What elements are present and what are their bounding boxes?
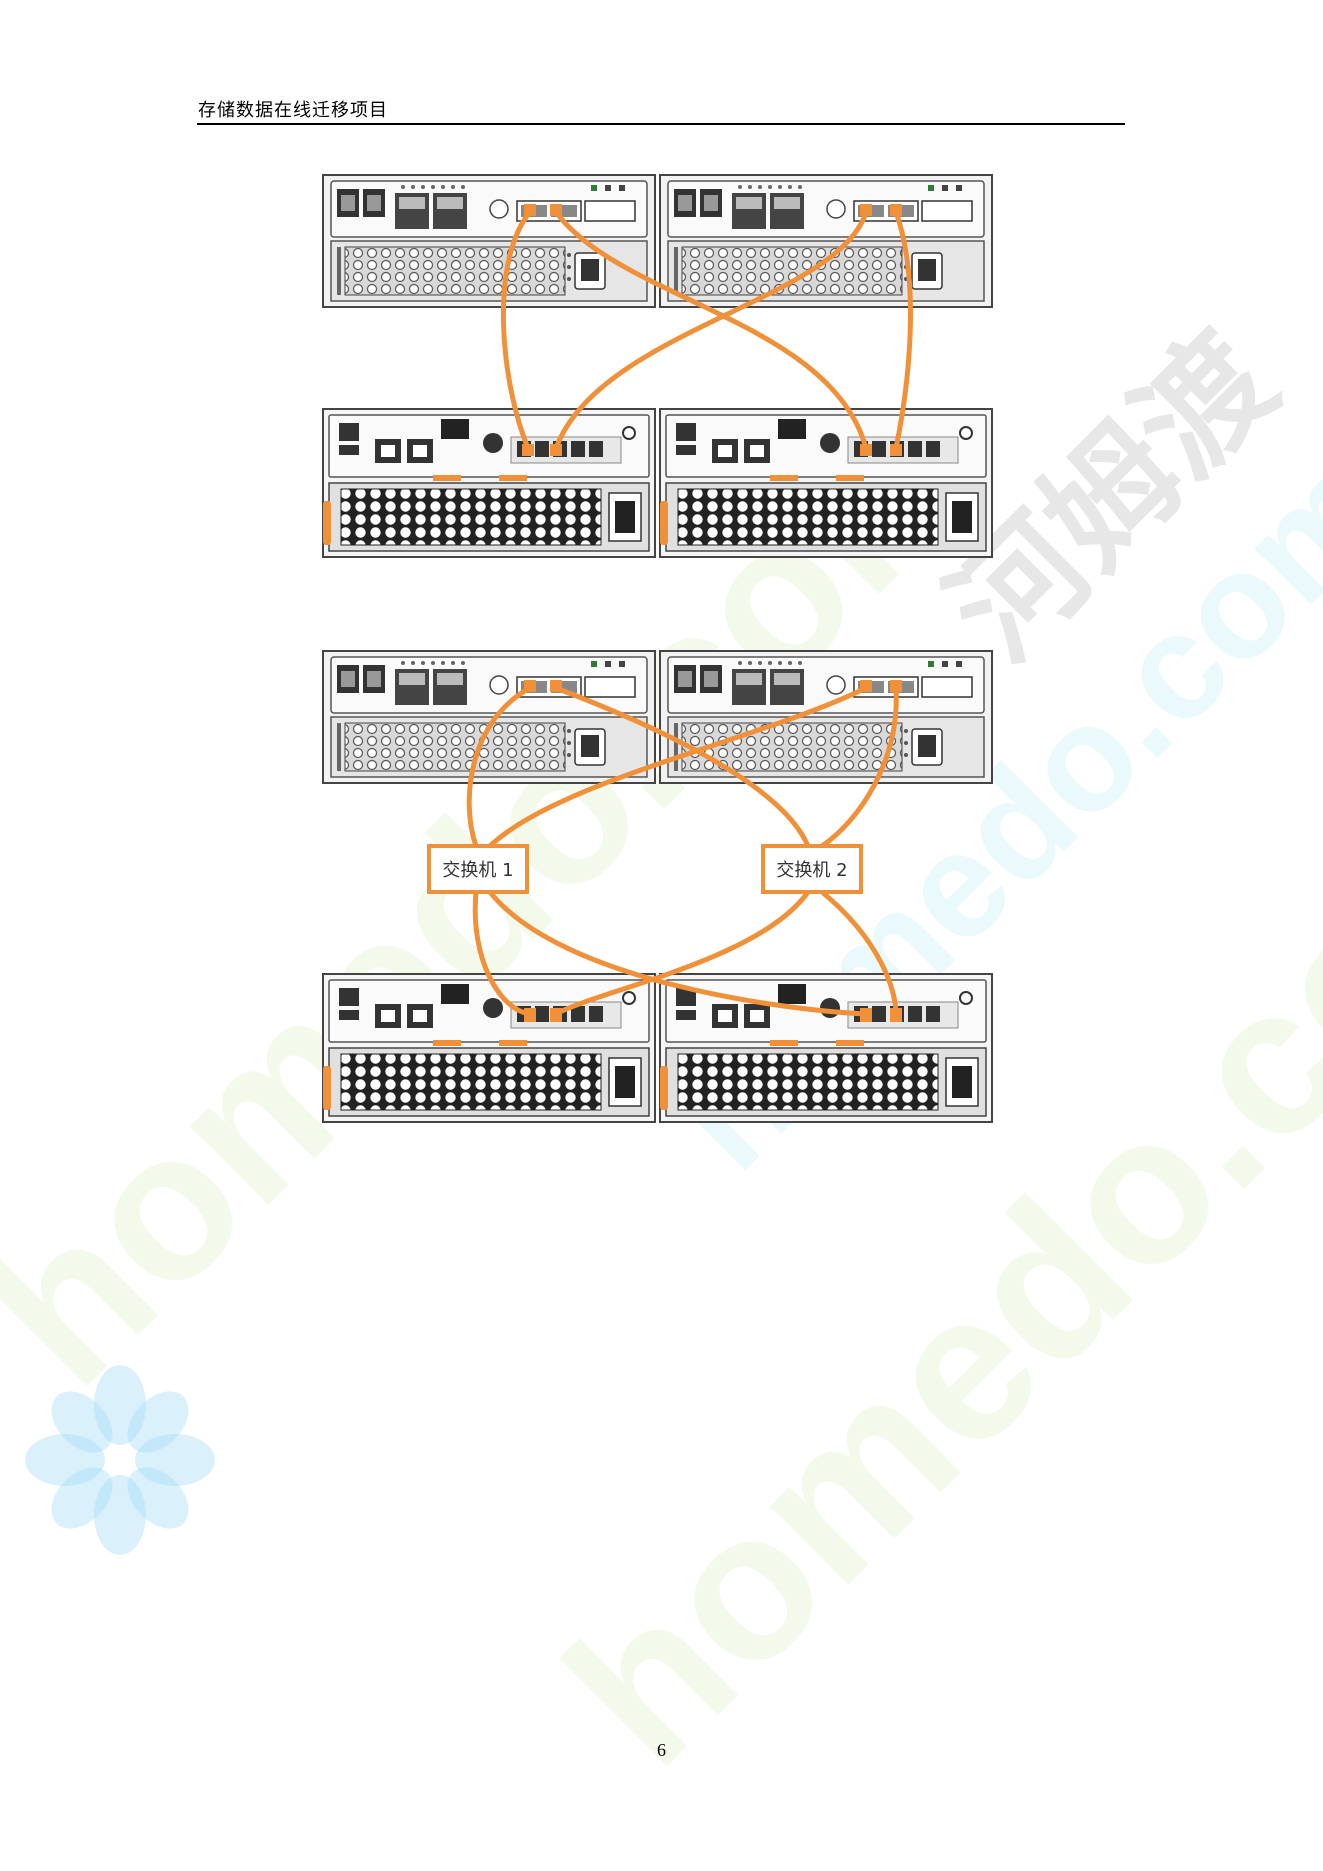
cable-2a xyxy=(466,685,533,849)
cable-2h xyxy=(819,889,899,1017)
diagram-2-switched-connect: 交换机 1 交换机 2 xyxy=(322,650,993,1123)
cable-2c xyxy=(487,685,869,849)
cable-2b xyxy=(553,685,811,849)
source-enclosure-controller-b xyxy=(659,174,993,308)
switch-1-label: 交换机 1 xyxy=(442,860,513,881)
flower-logo-watermark xyxy=(25,1365,215,1555)
cable-1c xyxy=(553,209,869,451)
cable-2d xyxy=(819,685,899,849)
switch-1: 交换机 1 xyxy=(427,844,529,894)
source-enclosure-controller-b-2 xyxy=(659,650,993,784)
cable-2e xyxy=(472,889,533,1017)
document-header-title: 存储数据在线迁移项目 xyxy=(198,100,388,121)
source-enclosure-controller-a xyxy=(322,174,656,308)
cable-2f xyxy=(487,889,869,1017)
page-number: 6 xyxy=(657,1740,666,1760)
target-enclosure-controller-b-2 xyxy=(659,973,993,1123)
switch-2-label: 交换机 2 xyxy=(776,860,847,881)
cable-1d xyxy=(893,209,913,451)
target-enclosure-controller-a xyxy=(322,408,656,558)
switch-2: 交换机 2 xyxy=(761,844,863,894)
target-enclosure-controller-b xyxy=(659,408,993,558)
source-enclosure-controller-a-2 xyxy=(322,650,656,784)
cable-1a xyxy=(500,209,533,451)
header-divider xyxy=(197,123,1125,125)
diagram-1-direct-connect xyxy=(322,174,993,558)
cable-2g xyxy=(553,889,811,1017)
